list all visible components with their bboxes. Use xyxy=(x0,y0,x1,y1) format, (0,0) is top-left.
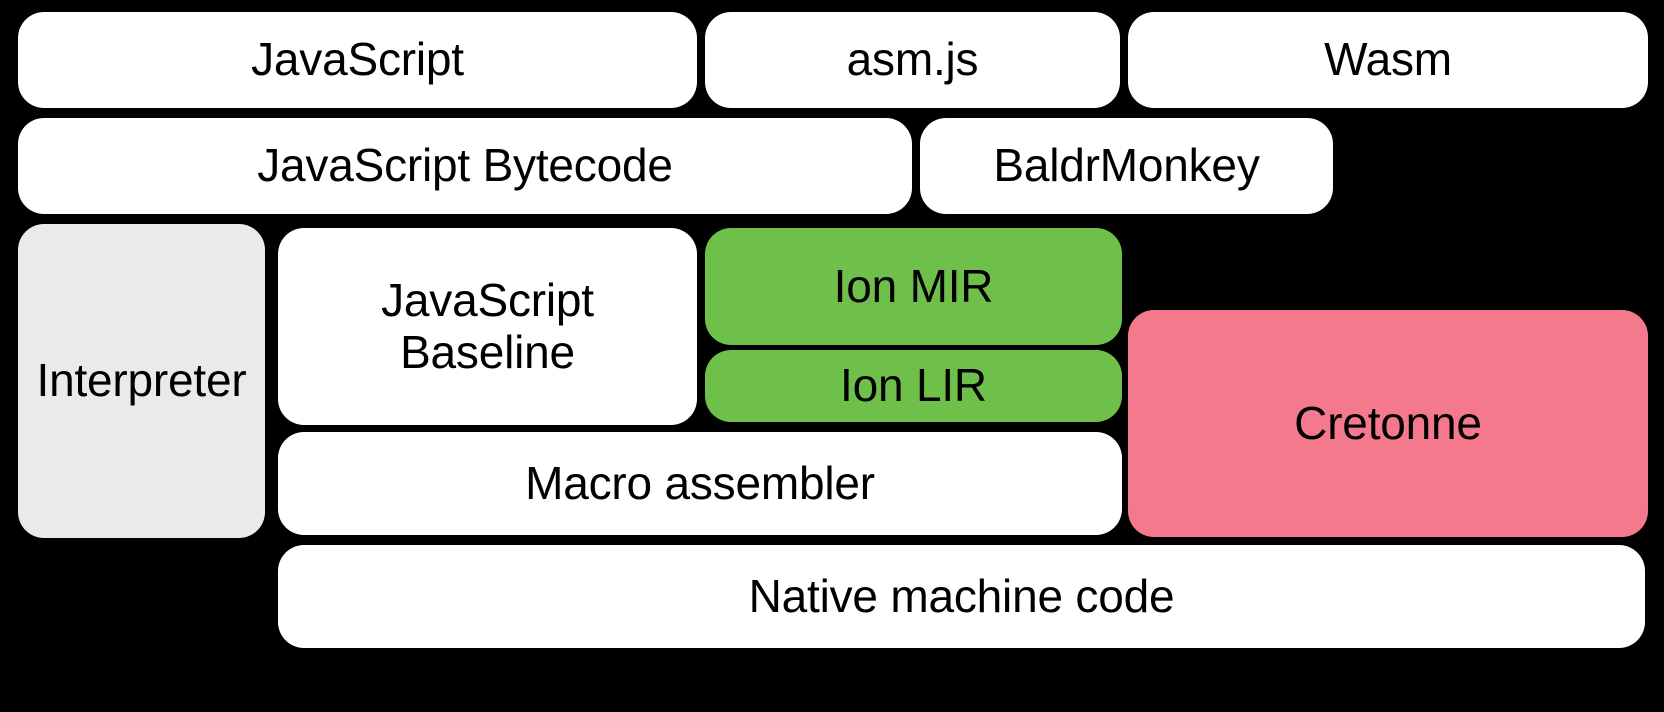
node-javascript-baseline: JavaScript Baseline xyxy=(278,228,697,425)
node-native-machine-code: Native machine code xyxy=(278,545,1645,648)
node-asm-js: asm.js xyxy=(705,12,1120,108)
node-ion-mir: Ion MIR xyxy=(705,228,1122,345)
node-interpreter: Interpreter xyxy=(18,224,265,538)
node-macro-assembler: Macro assembler xyxy=(278,432,1122,535)
node-ion-lir: Ion LIR xyxy=(705,350,1122,422)
node-wasm: Wasm xyxy=(1128,12,1648,108)
node-cretonne: Cretonne xyxy=(1128,310,1648,537)
node-javascript: JavaScript xyxy=(18,12,697,108)
node-baldrmonkey: BaldrMonkey xyxy=(920,118,1333,214)
node-javascript-bytecode: JavaScript Bytecode xyxy=(18,118,912,214)
